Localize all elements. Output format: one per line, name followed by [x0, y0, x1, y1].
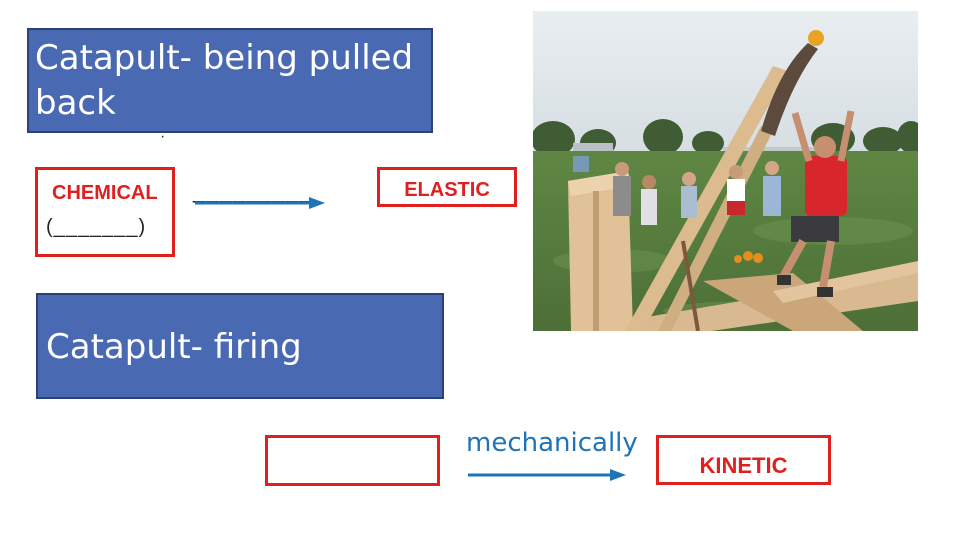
elastic-label: ELASTIC — [404, 179, 490, 201]
callout-firing-text: Catapult- firing — [46, 327, 302, 367]
elastic-energy-box: ELASTIC — [377, 167, 517, 207]
arrow-icon-bottom — [468, 469, 626, 481]
cut-off-text-fragment: · ʾ — [160, 132, 176, 142]
empty-energy-box — [265, 435, 440, 486]
callout-pulled-back-line2: back — [35, 82, 116, 123]
catapult-photo — [533, 11, 918, 331]
arrow-icon-top — [195, 197, 325, 209]
kinetic-label: KINETIC — [699, 453, 788, 478]
chemical-blank: (_______) — [46, 216, 147, 238]
transfer-blank: _________ — [193, 178, 313, 203]
chemical-energy-box: CHEMICAL (_______) — [35, 167, 175, 257]
callout-firing: Catapult- firing — [36, 293, 444, 399]
kinetic-energy-box: KINETIC — [656, 435, 831, 485]
chemical-label: CHEMICAL — [52, 182, 158, 204]
callout-pulled-back: Catapult- being pulled back — [27, 28, 433, 133]
callout-pulled-back-line1: Catapult- being pulled — [35, 38, 414, 78]
mechanically-label: mechanically — [466, 428, 638, 458]
